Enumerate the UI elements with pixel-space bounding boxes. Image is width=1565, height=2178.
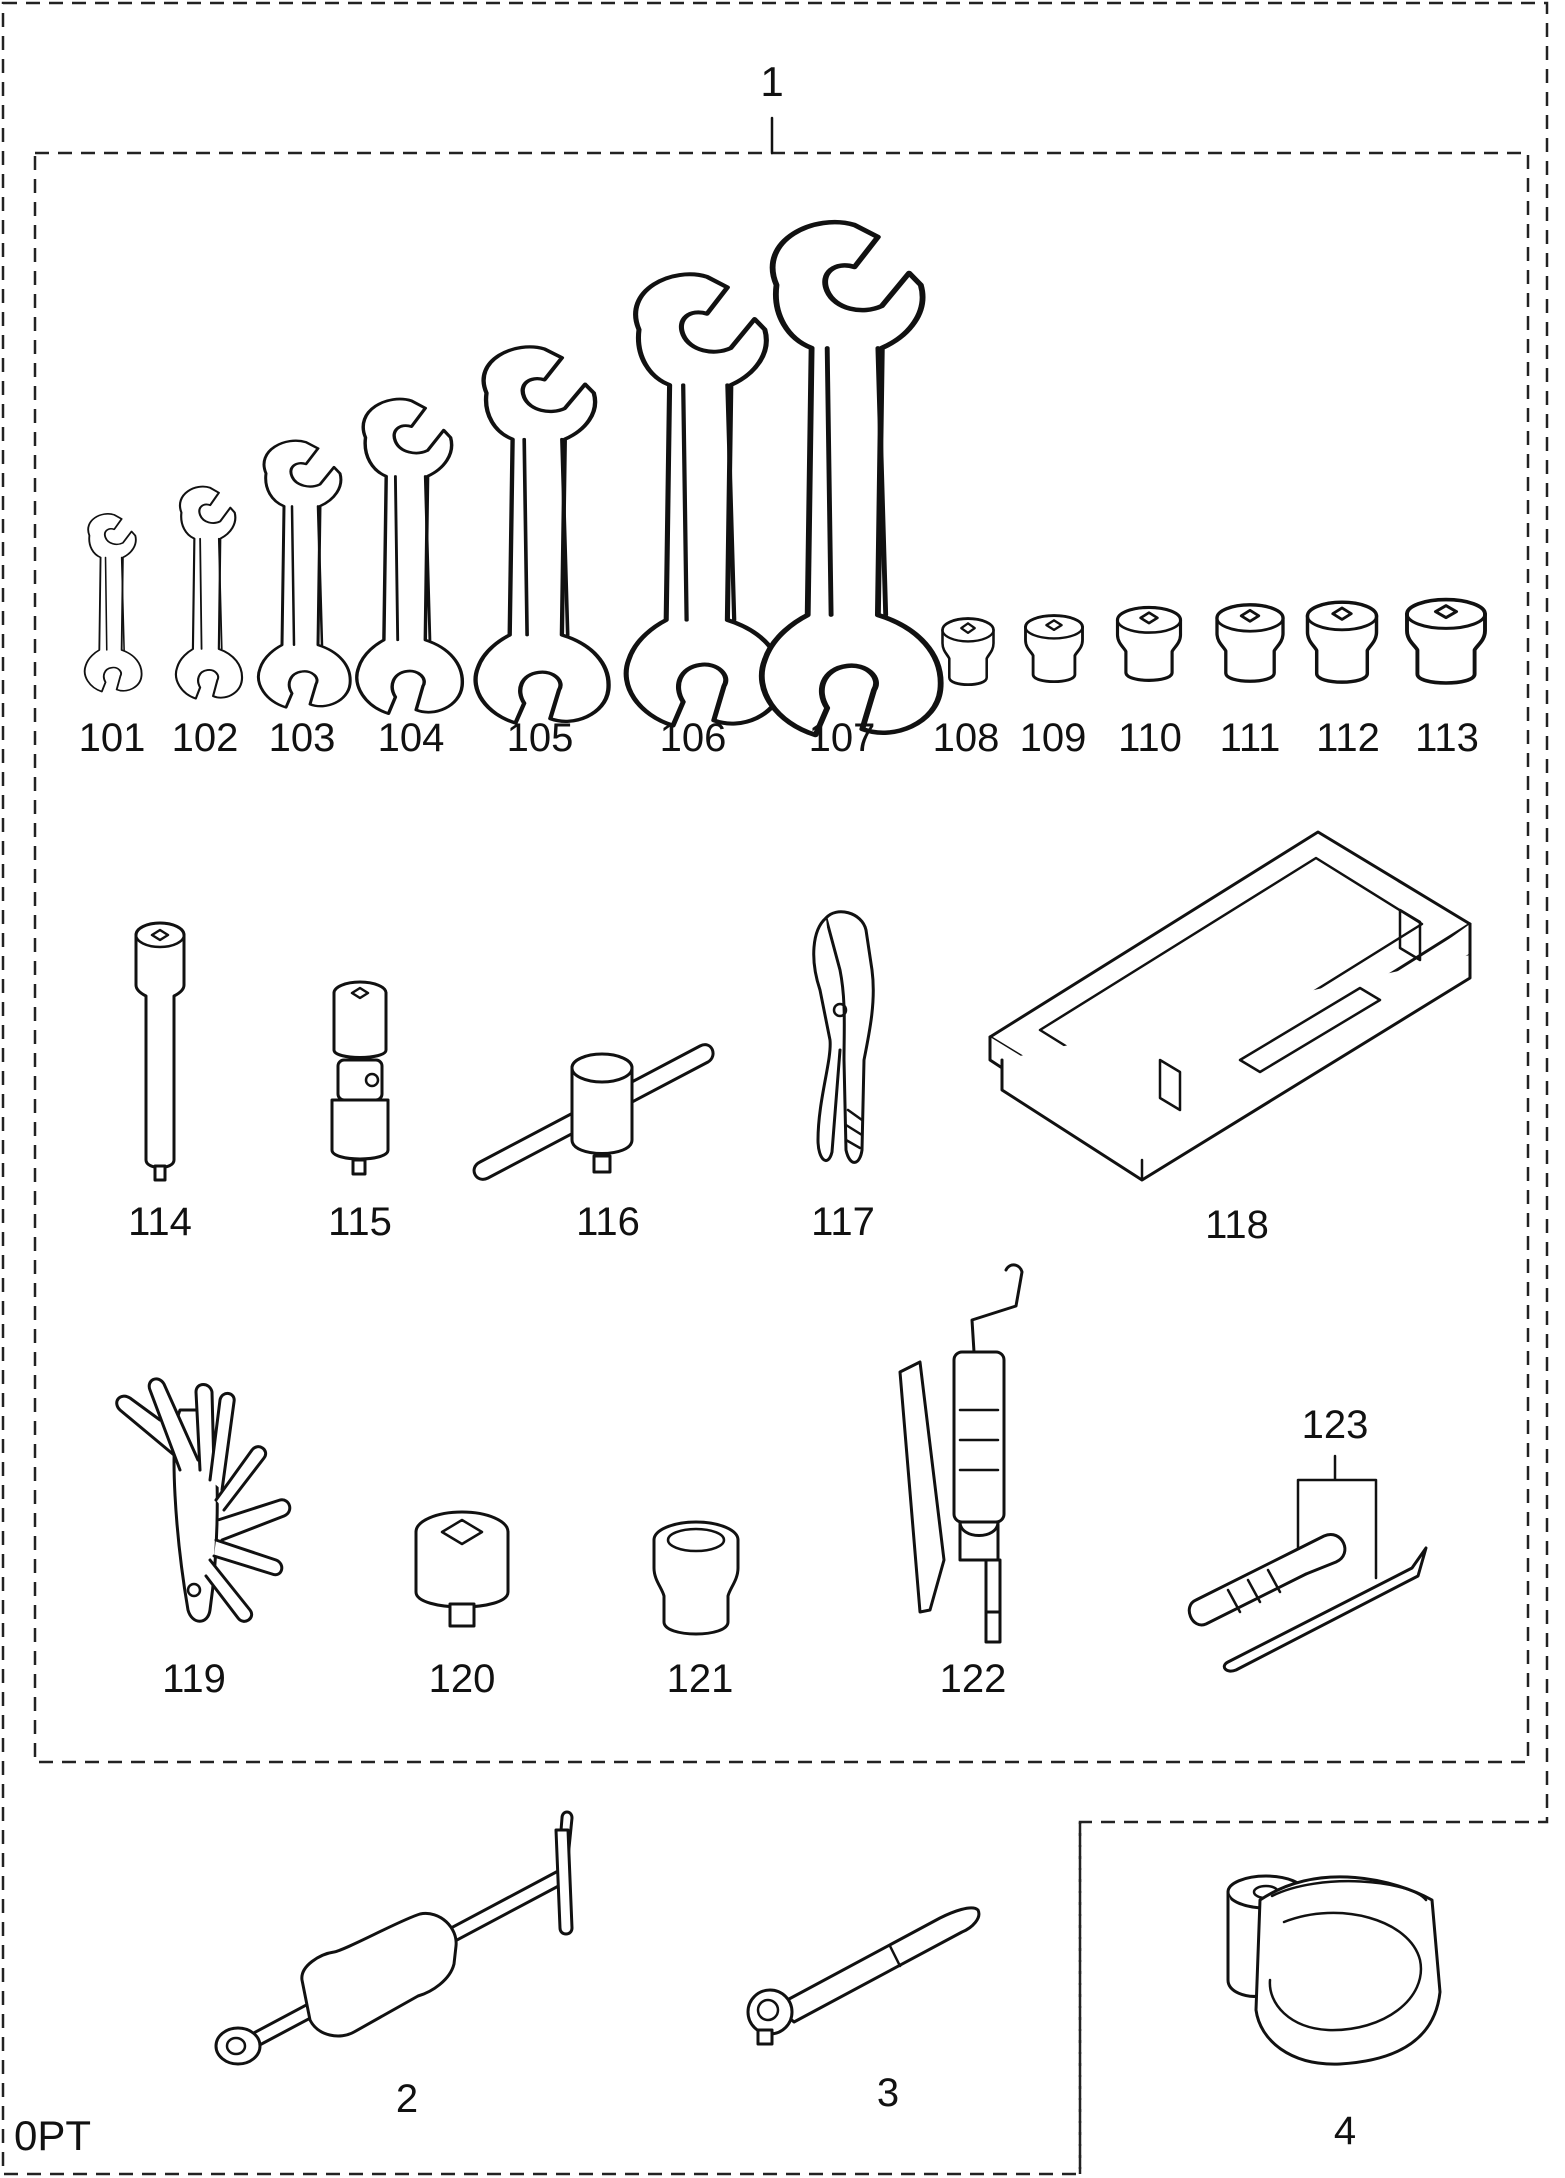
label-114: 114 — [128, 1200, 192, 1244]
part-109 — [1024, 614, 1084, 684]
kit-callout-label: 1 — [760, 58, 783, 105]
labels: 1 101 102 103 104 105 106 107 108 109 11… — [14, 58, 1479, 2159]
label-111: 111 — [1220, 716, 1281, 760]
label-108: 108 — [933, 716, 1000, 760]
label-121: 121 — [667, 1657, 734, 1701]
label-119: 119 — [162, 1657, 226, 1701]
part-2 — [214, 1810, 574, 2066]
label-120: 120 — [429, 1657, 496, 1701]
part-104 — [355, 397, 465, 716]
label-2: 2 — [396, 2077, 418, 2121]
label-117: 117 — [811, 1200, 875, 1244]
option-code-label: 0PT — [14, 2112, 91, 2159]
label-122: 122 — [940, 1657, 1007, 1701]
part-3 — [746, 1906, 981, 2046]
label-106: 106 — [660, 716, 727, 760]
label-123: 123 — [1302, 1403, 1369, 1447]
part-119 — [115, 1377, 292, 1623]
part-121 — [652, 1520, 740, 1636]
label-104: 104 — [378, 716, 445, 760]
label-3: 3 — [877, 2071, 899, 2115]
part-118 — [988, 830, 1472, 1182]
part-113 — [1405, 597, 1487, 685]
label-102: 102 — [172, 716, 239, 760]
part-4 — [1226, 1874, 1442, 2066]
label-101: 101 — [79, 716, 146, 760]
part-101 — [83, 512, 143, 693]
part-108 — [941, 617, 995, 687]
label-107: 107 — [809, 716, 876, 760]
label-109: 109 — [1020, 716, 1087, 760]
part-111 — [1215, 603, 1285, 683]
part-102 — [174, 485, 244, 700]
part-115 — [330, 980, 390, 1176]
part-116 — [472, 1043, 715, 1181]
label-116: 116 — [576, 1200, 640, 1244]
part-120 — [414, 1510, 510, 1628]
part-112 — [1305, 600, 1379, 684]
part-122 — [898, 1263, 1024, 1644]
part-110 — [1115, 605, 1183, 682]
label-115: 115 — [328, 1200, 392, 1244]
label-110: 110 — [1118, 716, 1182, 760]
label-105: 105 — [507, 716, 574, 760]
part-106 — [626, 274, 782, 725]
part-123 — [1187, 1454, 1428, 1673]
label-103: 103 — [269, 716, 336, 760]
part-103 — [256, 439, 352, 709]
part-107 — [762, 222, 941, 735]
label-118: 118 — [1205, 1203, 1269, 1247]
part-105 — [476, 347, 609, 723]
label-113: 113 — [1415, 716, 1479, 760]
part-114 — [134, 921, 186, 1182]
label-4: 4 — [1334, 2109, 1356, 2153]
part-117 — [812, 910, 875, 1164]
label-112: 112 — [1316, 716, 1380, 760]
frame-kit-1 — [33, 116, 1530, 1764]
